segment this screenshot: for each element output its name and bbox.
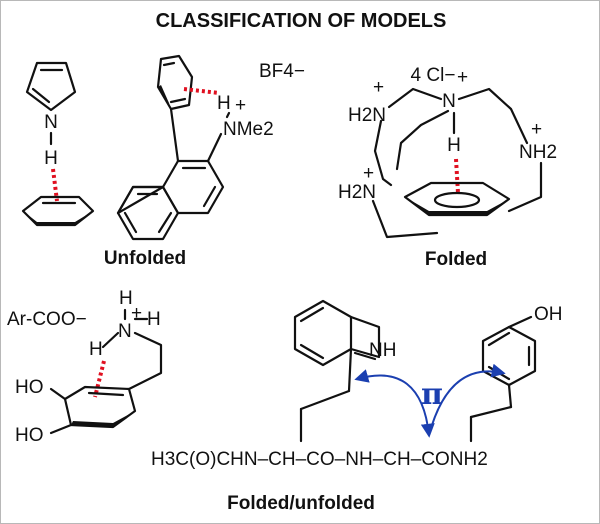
- phenol-oh: OH: [534, 304, 563, 325]
- pyrrole-h-label: H: [44, 148, 58, 169]
- cryptand-plus-bl: +: [363, 163, 374, 184]
- phenol-ring: [481, 325, 537, 387]
- cryptand-plus-right: +: [531, 119, 542, 140]
- dopamine-model: Ar-COO− H N + H H HO HO: [7, 288, 163, 446]
- dopamine-h-top: H: [119, 288, 133, 309]
- cryptand-h2n-bottom-left: H2N: [338, 182, 376, 203]
- caption-unfolded: Unfolded: [104, 248, 186, 269]
- hydrogen-bond-dash: [454, 158, 460, 194]
- caption-folded: Folded: [425, 249, 487, 270]
- bf4-counterion: BF4−: [259, 61, 305, 82]
- dopamine-n: N: [118, 321, 132, 342]
- cryptand-h-label: H: [447, 135, 461, 156]
- cryptand-n-top: N: [442, 91, 456, 112]
- pyrrole-benzene-model: N H: [21, 61, 95, 227]
- dopamine-h-right: H: [147, 309, 161, 330]
- pi-arrow-left: [354, 369, 435, 438]
- pi-arrow-right: [428, 363, 506, 436]
- cryptand-model: 4 Cl− N + H2N + NH2 + H2N + H: [338, 65, 557, 239]
- hydrogen-bond-dash: [51, 168, 59, 202]
- cryptand-counterion: 4 Cl−: [411, 65, 456, 86]
- dopamine-plus: +: [131, 303, 142, 324]
- pyrrole-n-label: N: [44, 112, 58, 133]
- naphthyl-h-label: H: [217, 93, 231, 114]
- peptide-backbone: H3C(O)CHN–CH–CO–NH–CH–CONH2: [151, 449, 488, 470]
- pyrrole-ring: [25, 61, 77, 112]
- naphthyl-ammonium-model: H NMe2 + BF4−: [116, 54, 305, 241]
- indole-benzene-ring: [293, 299, 353, 367]
- nme2-label: NMe2: [223, 119, 274, 140]
- cryptand-h2n-top-left: H2N: [348, 105, 386, 126]
- pi-symbol: π: [421, 377, 443, 412]
- cryptand-plus-tl: +: [373, 77, 384, 98]
- aryl-carboxylate: Ar-COO−: [7, 309, 87, 330]
- hydroxyl-bottom: HO: [15, 425, 44, 446]
- indole-nh: NH: [369, 340, 396, 361]
- cryptand-nh2-right: NH2: [519, 142, 557, 163]
- caption-folded-unfolded: Folded/unfolded: [227, 493, 375, 514]
- ammonium-charge: +: [235, 95, 246, 116]
- hydroxyl-top: HO: [15, 377, 44, 398]
- hydrogen-bond-dash: [93, 360, 106, 398]
- diagram-title: CLASSIFICATION OF MODELS: [156, 10, 447, 32]
- cryptand-plus-top: +: [457, 67, 468, 88]
- dopamine-h-left: H: [89, 339, 103, 360]
- peptide-model: NH OH π H3C(O)CHN–CH–CO–NH–CH–CONH2: [151, 299, 563, 470]
